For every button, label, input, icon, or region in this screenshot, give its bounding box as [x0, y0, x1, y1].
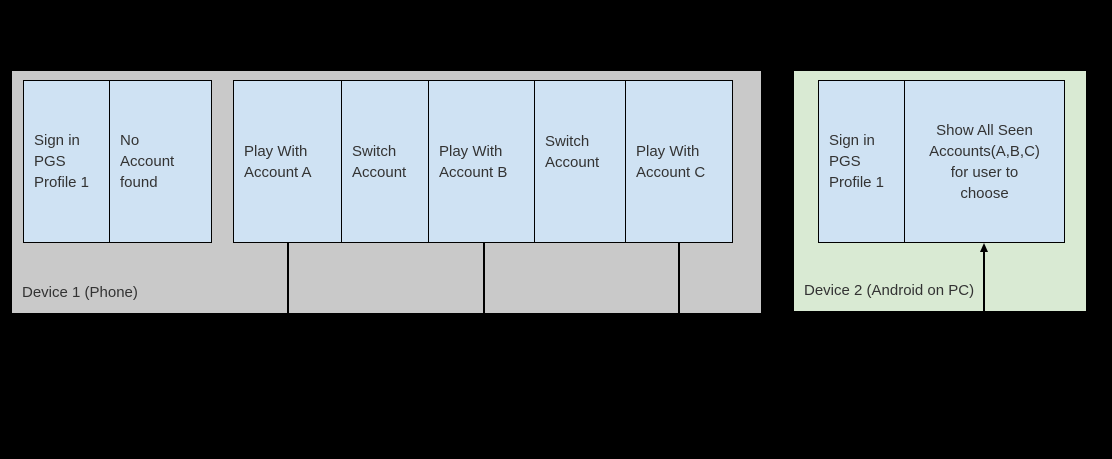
- flow-box-label: Play With Account A: [244, 142, 312, 181]
- device2-container: Sign in PGS Profile 1 Show All Seen Acco…: [794, 71, 1086, 311]
- flow-box-no-account-found: No Account found: [109, 80, 212, 243]
- flow-box-label: Switch Account: [545, 132, 600, 171]
- flow-box-sign-in-pgs-profile-1-device2: Sign in PGS Profile 1: [818, 80, 905, 243]
- flow-box-label: Play With Account B: [439, 142, 508, 181]
- flow-box-switch-account-1: Switch Account: [341, 80, 429, 243]
- flow-box-play-with-account-c: Play With Account C: [625, 80, 733, 243]
- device1-container: Sign in PGS Profile 1 No Account found P…: [12, 71, 761, 313]
- connector-line-account-c: [678, 243, 680, 313]
- flow-box-switch-account-2: Switch Account: [534, 80, 626, 243]
- flow-box-sign-in-pgs-profile-1: Sign in PGS Profile 1: [23, 80, 110, 243]
- flow-box-label: Sign in PGS Profile 1: [829, 132, 885, 191]
- flow-box-label: Switch Account: [352, 142, 407, 181]
- flow-box-label: Sign in PGS Profile 1: [34, 132, 90, 191]
- arrow-up-icon: [980, 243, 988, 252]
- device2-label: Device 2 (Android on PC): [804, 282, 975, 299]
- arrow-connector-line: [983, 251, 985, 311]
- flow-box-play-with-account-a: Play With Account A: [233, 80, 342, 243]
- flow-box-show-all-seen-accounts: Show All Seen Accounts(A,B,C) for user t…: [904, 80, 1065, 243]
- connector-line-account-b: [483, 243, 485, 313]
- flow-box-label: Play With Account C: [636, 142, 706, 181]
- flow-box-play-with-account-b: Play With Account B: [428, 80, 535, 243]
- flow-box-label: No Account found: [120, 132, 175, 191]
- flow-box-label: Show All Seen Accounts(A,B,C) for user t…: [929, 121, 1040, 202]
- connector-line-account-a: [287, 243, 289, 313]
- device1-label: Device 1 (Phone): [22, 284, 138, 301]
